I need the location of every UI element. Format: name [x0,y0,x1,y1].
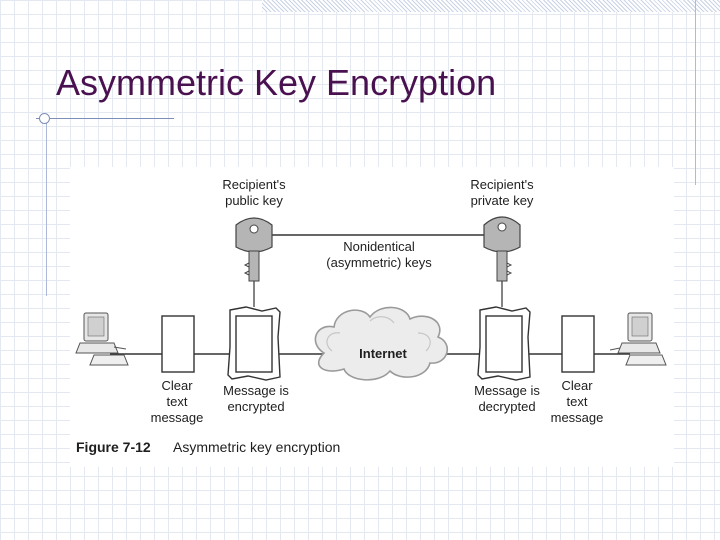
right-accent-line [695,0,696,185]
internet-cloud-icon [314,306,449,381]
internet-label: Internet [359,346,407,361]
private-key-icon [483,216,521,282]
public-key-icon [235,217,273,282]
sender-computer-icon [75,312,129,366]
title-ring-decoration [39,113,50,124]
clear-text-left-label: Clear text message [150,378,204,425]
figure-number: Figure 7-12 [76,439,151,455]
recipient-private-key-label: Recipient's private key [470,177,534,208]
figure-caption: Asymmetric key encryption [173,439,341,455]
encryption-diagram [75,216,667,381]
title-underline [36,118,174,119]
clear-text-doc-right [561,315,595,373]
nonidentical-keys-label: Nonidentical (asymmetric) keys [316,239,442,271]
message-decrypted-label: Message is decrypted [474,383,540,414]
encryption-figure: Recipient's public key Recipient's priva… [70,167,674,467]
encrypted-doc-left [227,306,281,381]
left-accent-line [46,118,47,296]
slide-title: Asymmetric Key Encryption [56,62,497,103]
decrypted-doc-right [477,306,531,381]
message-encrypted-label: Message is encrypted [223,383,289,414]
header-hatch-decoration [262,0,720,12]
clear-text-doc-left [161,315,195,373]
clear-text-right-label: Clear text message [550,378,604,425]
recipient-public-key-label: Recipient's public key [222,177,286,208]
recipient-computer-icon [609,312,667,366]
